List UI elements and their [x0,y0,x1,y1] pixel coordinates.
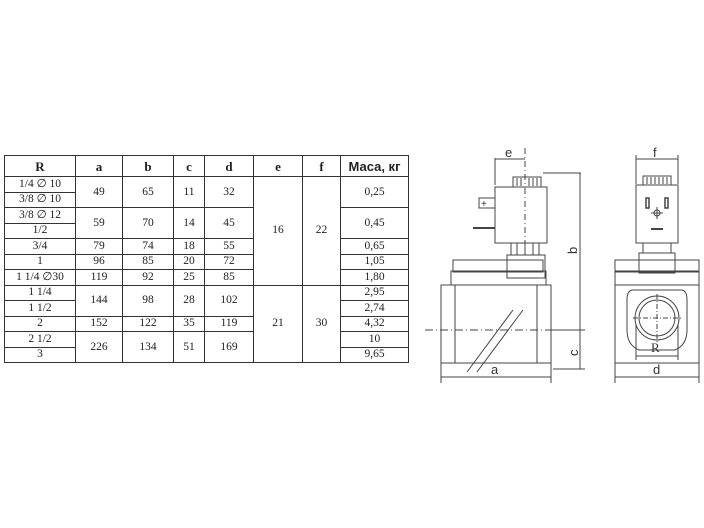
cell-mass: 4,32 [340,315,409,332]
cell-d: 119 [204,315,254,332]
cell-c: 14 [173,207,205,239]
cell-R: 1/2 [4,222,76,239]
cell-R: 1/4 ∅ 10 [4,176,76,193]
table-row: 2 152 122 35 119 4,32 [4,315,409,332]
cell-c: 28 [173,284,205,317]
cell-f: 30 [302,284,341,363]
header-b: b [122,155,174,177]
cell-a: 152 [75,315,123,332]
dimensions-table: R a b c d e f Маса, кг 1/4 ∅ 10 49 65 11… [4,155,409,363]
cell-d: 32 [204,176,254,208]
cell-b: 134 [122,331,174,363]
cell-c: 11 [173,176,205,208]
cell-b: 98 [122,284,174,317]
cell-b: 65 [122,176,174,208]
cell-mass: 0,65 [340,238,409,255]
cell-R: 2 [4,315,76,332]
cell-c: 25 [173,269,205,286]
cell-a: 144 [75,284,123,317]
cell-R: 3/8 ∅ 12 [4,207,76,224]
cell-mass: 10 [340,331,409,348]
cell-b: 74 [122,238,174,255]
table-row: 2 1/2 226 134 51 169 10 [4,331,409,363]
dim-label-c: c [566,349,581,356]
table-row: 3/4 79 74 18 55 0,65 [4,238,409,255]
dim-label-d: d [653,362,660,377]
table-row: 1/4 ∅ 10 49 65 11 32 16 22 0,25 [4,176,409,286]
header-e: e [253,155,303,177]
cell-b: 70 [122,207,174,239]
cell-R: 2 1/2 [4,331,76,348]
cell-c: 51 [173,331,205,363]
cell-c: 35 [173,315,205,332]
cell-a: 226 [75,331,123,363]
table-row: 1 1/4 ∅30 119 92 25 85 1,80 [4,269,409,286]
dim-label-R: R [651,340,660,355]
cell-mass: 2,95 [340,284,409,301]
header-c: c [173,155,205,177]
dim-label-e: e [505,145,512,160]
table-row: 3 9,65 [4,346,409,363]
svg-text:+: + [481,199,487,210]
dim-label-a: a [491,362,499,377]
cell-a: 119 [75,269,123,286]
cell-c: 20 [173,253,205,270]
cell-mass: 9,65 [340,346,409,363]
cell-a: 49 [75,176,123,208]
cell-R: 3/8 ∅ 10 [4,191,76,208]
cell-R: 1 1/4 [4,284,76,301]
valve-front-view-drawing: f R d [614,145,700,383]
cell-a: 96 [75,253,123,270]
cell-d: 55 [204,238,254,255]
cell-d: 169 [204,331,254,363]
cell-d: 102 [204,284,254,317]
cell-R: 3/4 [4,238,76,255]
cell-e: 21 [253,284,303,363]
cell-R: 1 1/2 [4,300,76,317]
cell-d: 45 [204,207,254,239]
cell-b: 122 [122,315,174,332]
table-row: 1 96 85 20 72 1,05 [4,253,409,270]
cell-R: 3 [4,346,76,363]
cell-b: 92 [122,269,174,286]
cell-b: 85 [122,253,174,270]
header-R: R [4,155,76,177]
cell-mass: 1,80 [340,269,409,286]
cell-a: 59 [75,207,123,239]
valve-side-view-drawing: e + b c a [425,145,585,383]
header-a: a [75,155,123,177]
cell-c: 18 [173,238,205,255]
header-f: f [302,155,341,177]
header-d: d [204,155,254,177]
header-mass: Маса, кг [340,155,409,177]
cell-f: 22 [302,176,341,286]
dim-label-f: f [653,145,657,160]
cell-e: 16 [253,176,303,286]
cell-R: 1 1/4 ∅30 [4,269,76,286]
cell-d: 85 [204,269,254,286]
table-row: 3/8 ∅ 12 59 70 14 45 0,45 [4,207,409,239]
table-header-row: R a b c d e f Маса, кг [4,155,409,177]
table-row: 1 1/4 144 98 28 102 21 30 2,95 [4,284,409,363]
cell-a: 79 [75,238,123,255]
dim-label-b: b [565,247,580,254]
cell-mass: 0,45 [340,207,409,239]
cell-mass: 0,25 [340,176,409,208]
cell-R: 1 [4,253,76,270]
cell-d: 72 [204,253,254,270]
cell-mass: 1,05 [340,253,409,270]
cell-mass: 2,74 [340,300,409,317]
